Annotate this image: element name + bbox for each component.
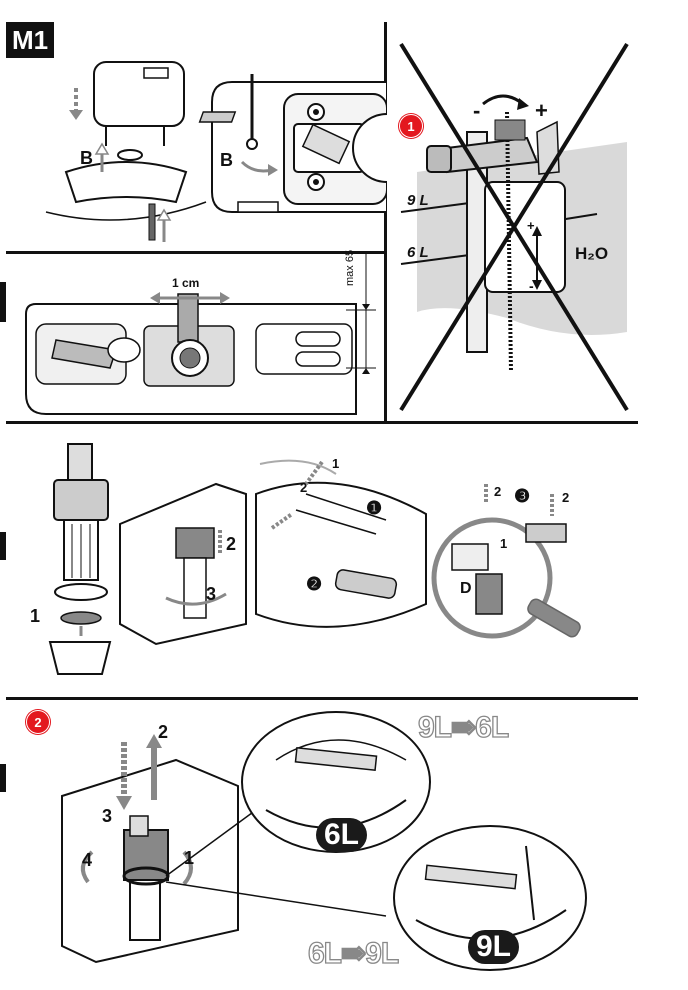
volume-step-4: 4 bbox=[82, 850, 93, 870]
step-badge-volume: 2 bbox=[26, 710, 50, 734]
convert-6l-to-9l: 6L⇛9L bbox=[307, 936, 399, 970]
step-remove-1: 1 bbox=[30, 606, 41, 626]
label-b-left: B bbox=[80, 148, 93, 168]
panel-volume-setting: 2 3 4 1 9L⇛6L 6L⇛9L 6L 9L bbox=[6, 700, 638, 980]
installation-illustration bbox=[48, 443, 581, 675]
adjust-minus: - bbox=[473, 98, 481, 123]
badge-6l: 6L bbox=[316, 818, 368, 852]
float-illustration bbox=[399, 42, 629, 412]
detail-step-2a: 2 bbox=[494, 484, 502, 499]
dimension-1cm: 1 cm bbox=[172, 276, 200, 290]
rise-plus: + bbox=[527, 218, 535, 233]
step-badge-float: 1 bbox=[399, 114, 423, 138]
left-edge-mark bbox=[0, 764, 6, 792]
volume-illustration bbox=[61, 711, 587, 971]
panel-installation: 1 2 3 1 2 ❶ ❷ ❸ 1 2 2 D bbox=[6, 424, 638, 700]
clip-step-3: ❸ bbox=[514, 486, 531, 506]
adjust-plus: + bbox=[535, 98, 548, 123]
panel-mounting: B B bbox=[6, 22, 422, 254]
detail-label-d: D bbox=[460, 580, 472, 597]
water-label: H₂O bbox=[575, 244, 609, 263]
water-level-6l: 6 L bbox=[407, 244, 429, 261]
panel-adjustment: 1 cm max 65 bbox=[6, 250, 387, 424]
clip-step-2: ❷ bbox=[306, 574, 323, 594]
detail-step-2b: 2 bbox=[562, 490, 570, 505]
convert-9l-to-6l: 9L⇛6L bbox=[417, 710, 509, 744]
badge-9l: 9L bbox=[468, 930, 520, 964]
volume-step-3: 3 bbox=[102, 806, 113, 826]
left-edge-mark bbox=[0, 282, 6, 322]
step-press-2: 2 bbox=[226, 534, 237, 554]
volume-step-1: 1 bbox=[184, 848, 195, 868]
arrow-label-2: 2 bbox=[300, 480, 308, 495]
section-tag: M1 bbox=[6, 22, 54, 58]
detail-step-1: 1 bbox=[500, 536, 508, 551]
dimension-max-65: max 65 bbox=[344, 249, 356, 286]
panel-float-adjust: - + 9 L 6 L H₂O + - bbox=[387, 22, 638, 424]
adjustment-illustration bbox=[25, 254, 376, 415]
volume-step-2: 2 bbox=[158, 722, 169, 742]
label-b-right: B bbox=[220, 150, 233, 170]
water-level-9l: 9 L bbox=[407, 192, 429, 209]
clip-step-1: ❶ bbox=[366, 498, 383, 518]
arrow-label-1: 1 bbox=[332, 456, 340, 471]
left-edge-mark bbox=[0, 532, 6, 560]
mounting-illustration bbox=[45, 61, 422, 242]
step-turn-3: 3 bbox=[206, 584, 217, 604]
rise-minus: - bbox=[529, 278, 534, 294]
